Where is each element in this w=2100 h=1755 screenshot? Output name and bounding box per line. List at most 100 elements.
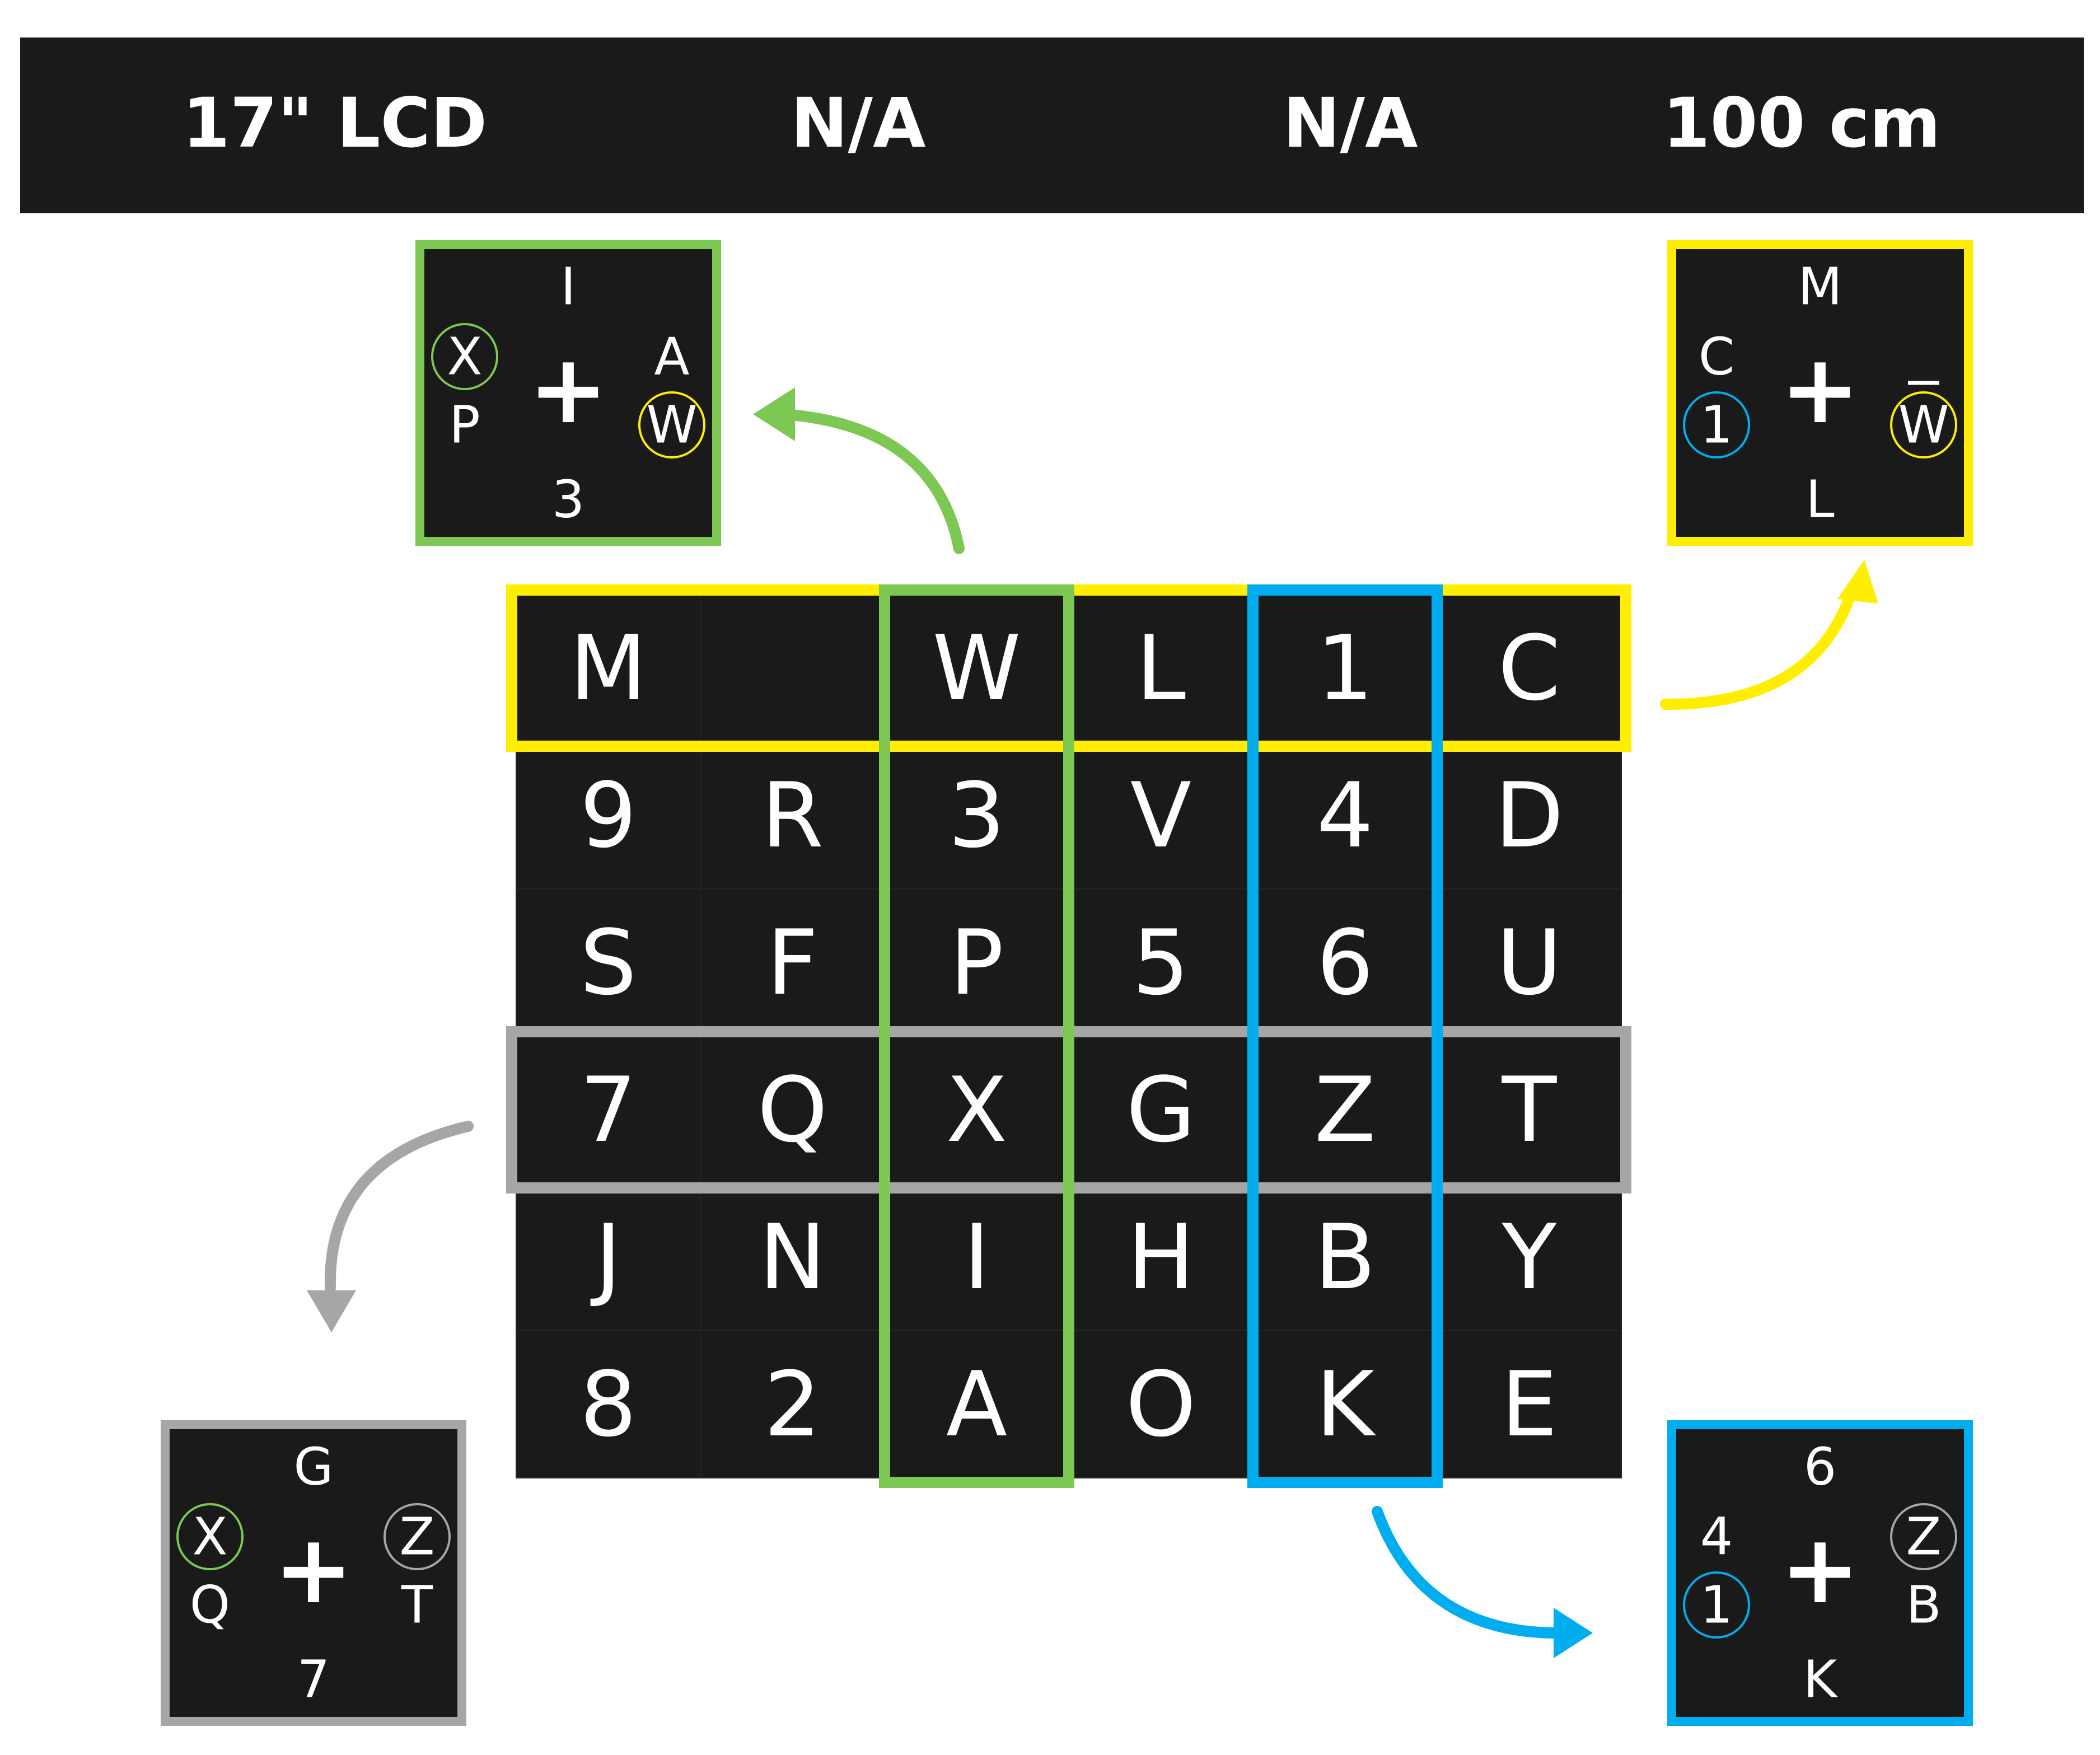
grid-character: Z <box>1315 1057 1376 1162</box>
marker-circle <box>383 1503 451 1570</box>
grid-character: 2 <box>764 1352 821 1457</box>
grid-highlights <box>506 584 1631 1488</box>
arrows <box>307 387 1878 1658</box>
yellow-arrow-head <box>1837 560 1878 603</box>
grid-character: W <box>932 616 1021 720</box>
grid-character: 6 <box>1317 910 1374 1015</box>
header-viewing-distance: 100 cm <box>1663 83 1941 163</box>
flanker-left-lower: P <box>449 395 480 455</box>
flanker-top: 6 <box>1804 1437 1837 1497</box>
grid-cell <box>1437 1330 1622 1478</box>
grid-cell <box>1252 741 1438 890</box>
header-bar <box>20 38 2084 213</box>
flanker-top: M <box>1798 257 1842 317</box>
grid-character: A <box>946 1352 1007 1457</box>
grid-character: Q <box>757 1057 828 1162</box>
grid-character: E <box>1501 1352 1558 1457</box>
grid-cell <box>1068 888 1254 1037</box>
grid-cell <box>884 741 1069 890</box>
grid-character: 3 <box>948 763 1005 868</box>
grid-character: D <box>1495 763 1564 868</box>
grid-character: F <box>766 910 818 1015</box>
grid-character: 8 <box>580 1352 637 1457</box>
grid-character: C <box>1498 616 1561 720</box>
grid-cell <box>516 888 701 1037</box>
grid-cell <box>1252 1036 1438 1184</box>
grid-cell <box>1437 594 1622 742</box>
fixation-cross: + <box>1780 334 1860 445</box>
detail-box-frame <box>161 1420 466 1726</box>
grid-character: O <box>1126 1352 1196 1457</box>
grid-character: T <box>1502 1057 1558 1162</box>
grid-character: R <box>761 763 824 868</box>
flanker-right-upper: Z <box>399 1507 434 1567</box>
grid-cell <box>1437 888 1622 1037</box>
fixation-cross: + <box>1780 1514 1860 1625</box>
grid-character: 9 <box>580 763 637 868</box>
grid-character: P <box>950 910 1003 1015</box>
grid-cell <box>1252 1330 1438 1478</box>
grid-cell <box>1068 741 1254 890</box>
grid-character: 7 <box>580 1057 637 1162</box>
highlight-column-2 <box>879 584 1074 1488</box>
grid-character: _ <box>769 647 816 751</box>
flanker-right-upper: A <box>654 327 690 387</box>
grid-character: H <box>1127 1205 1194 1309</box>
grid-cell <box>1437 1183 1622 1331</box>
flanker-right-lower: T <box>401 1575 433 1635</box>
grid-cell <box>884 1330 1069 1478</box>
grid-character: 1 <box>1317 616 1374 720</box>
flanker-left-upper: C <box>1699 327 1734 387</box>
grid-character: U <box>1496 910 1562 1015</box>
yellow-arrow-line <box>1660 585 1858 710</box>
grid-character: G <box>1126 1057 1196 1162</box>
grid-cell <box>1068 1036 1254 1184</box>
flanker-right-lower: W <box>647 395 698 455</box>
gray-arrow-line <box>324 1121 474 1293</box>
flanker-right-upper: Z <box>1906 1507 1941 1567</box>
flanker-bottom: K <box>1803 1650 1839 1710</box>
grid-character: I <box>964 1205 990 1309</box>
fixation-cross: + <box>274 1514 353 1625</box>
green-arrow-head <box>753 387 795 441</box>
header-display-type: 17" LCD <box>183 83 487 163</box>
flanker-left-upper: X <box>447 327 482 387</box>
grid-cell <box>700 1036 885 1184</box>
marker-circle <box>1890 391 1957 458</box>
marker-circle <box>176 1503 244 1570</box>
header-value-3: N/A <box>1283 83 1418 163</box>
flanker-bottom: 7 <box>297 1650 330 1710</box>
green-arrow-line <box>778 409 965 554</box>
flanker-bottom: 3 <box>552 470 585 530</box>
flanker-left-upper: X <box>192 1507 227 1567</box>
grid-cell <box>1068 1330 1254 1478</box>
grid-cell <box>1252 594 1438 742</box>
grid-character: S <box>580 910 637 1015</box>
grid-character: Y <box>1502 1205 1558 1309</box>
marker-circle <box>431 323 498 390</box>
flanker-left-upper: 4 <box>1700 1507 1733 1567</box>
highlight-column-4 <box>1247 584 1443 1488</box>
marker-circle <box>1683 1571 1750 1639</box>
grid-cell <box>1252 1183 1438 1331</box>
grid-character: B <box>1315 1205 1376 1309</box>
blue-arrow-line <box>1372 1506 1568 1639</box>
marker-circle <box>1890 1503 1957 1570</box>
grid-cell <box>700 888 885 1037</box>
grid-cell <box>884 888 1069 1037</box>
gray-arrow-head <box>307 1290 356 1332</box>
grid-character: V <box>1130 763 1191 868</box>
header-value-2: N/A <box>791 83 925 163</box>
grid-cell <box>516 1183 701 1331</box>
flanker-top: G <box>293 1437 333 1497</box>
marker-circle <box>638 391 705 458</box>
grid-cell <box>700 1330 885 1478</box>
grid-character: 4 <box>1317 763 1374 868</box>
flanker-top: I <box>560 257 576 317</box>
